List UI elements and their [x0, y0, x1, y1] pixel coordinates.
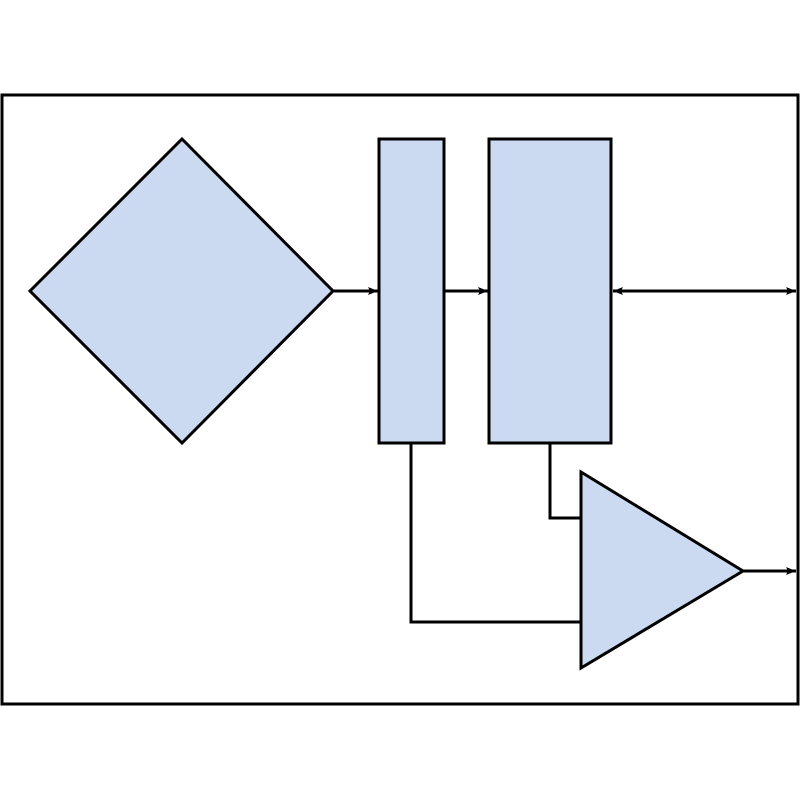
- outer-frame: [0, 93, 800, 706]
- narrow-block: [377, 137, 446, 445]
- connector-wide-to-triangle: [548, 443, 581, 520]
- decision-diamond: [27, 136, 336, 446]
- connector-narrow-to-triangle: [409, 443, 581, 624]
- amplifier-triangle: [579, 469, 746, 671]
- wide-block: [487, 137, 613, 445]
